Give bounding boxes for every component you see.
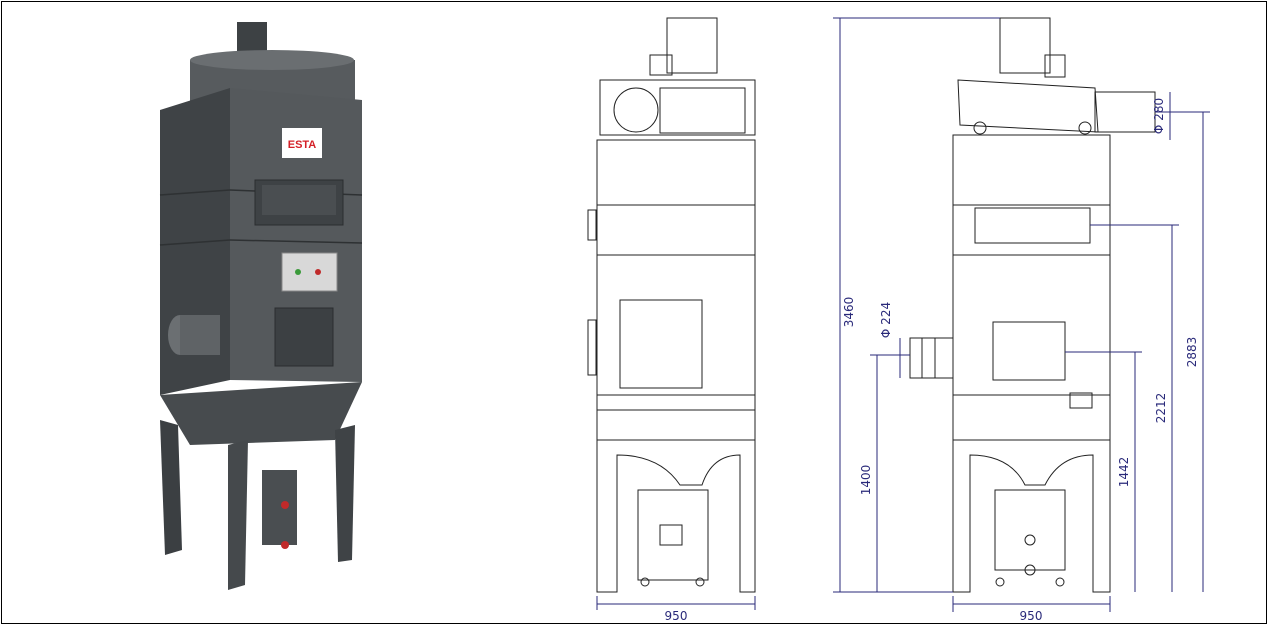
leg-left-photo (160, 420, 182, 555)
panel-height-label: 2212 (1154, 393, 1168, 424)
side-view-drawing (909, 17, 1156, 593)
inlet-height-label: 1442 (1117, 457, 1131, 488)
stop-indicator (315, 269, 321, 275)
outlet-height-label: 2883 (1185, 337, 1199, 368)
dust-bin-photo (262, 470, 297, 545)
side-width-label: 950 (1020, 609, 1043, 623)
control-box-photo (281, 252, 338, 292)
esta-logo-box (282, 128, 322, 158)
start-indicator (295, 269, 301, 275)
esta-logo: ESTA (288, 139, 317, 151)
outlet-diameter-label: Φ 280 (1152, 98, 1166, 134)
service-door-photo (274, 307, 334, 367)
front-view-drawing (587, 17, 756, 593)
side-dimensions (833, 17, 1210, 612)
side-cabinet-outline (952, 134, 1111, 441)
front-width-label: 950 (665, 609, 688, 623)
inlet-diameter-label: Φ 224 (879, 302, 893, 338)
leg-height-label: 1400 (859, 465, 873, 496)
total-height-label: 3460 (842, 297, 856, 328)
front-width-dimension: 950 (596, 596, 756, 623)
hopper-photo (160, 382, 362, 445)
product-photo: ESTA (159, 22, 363, 590)
